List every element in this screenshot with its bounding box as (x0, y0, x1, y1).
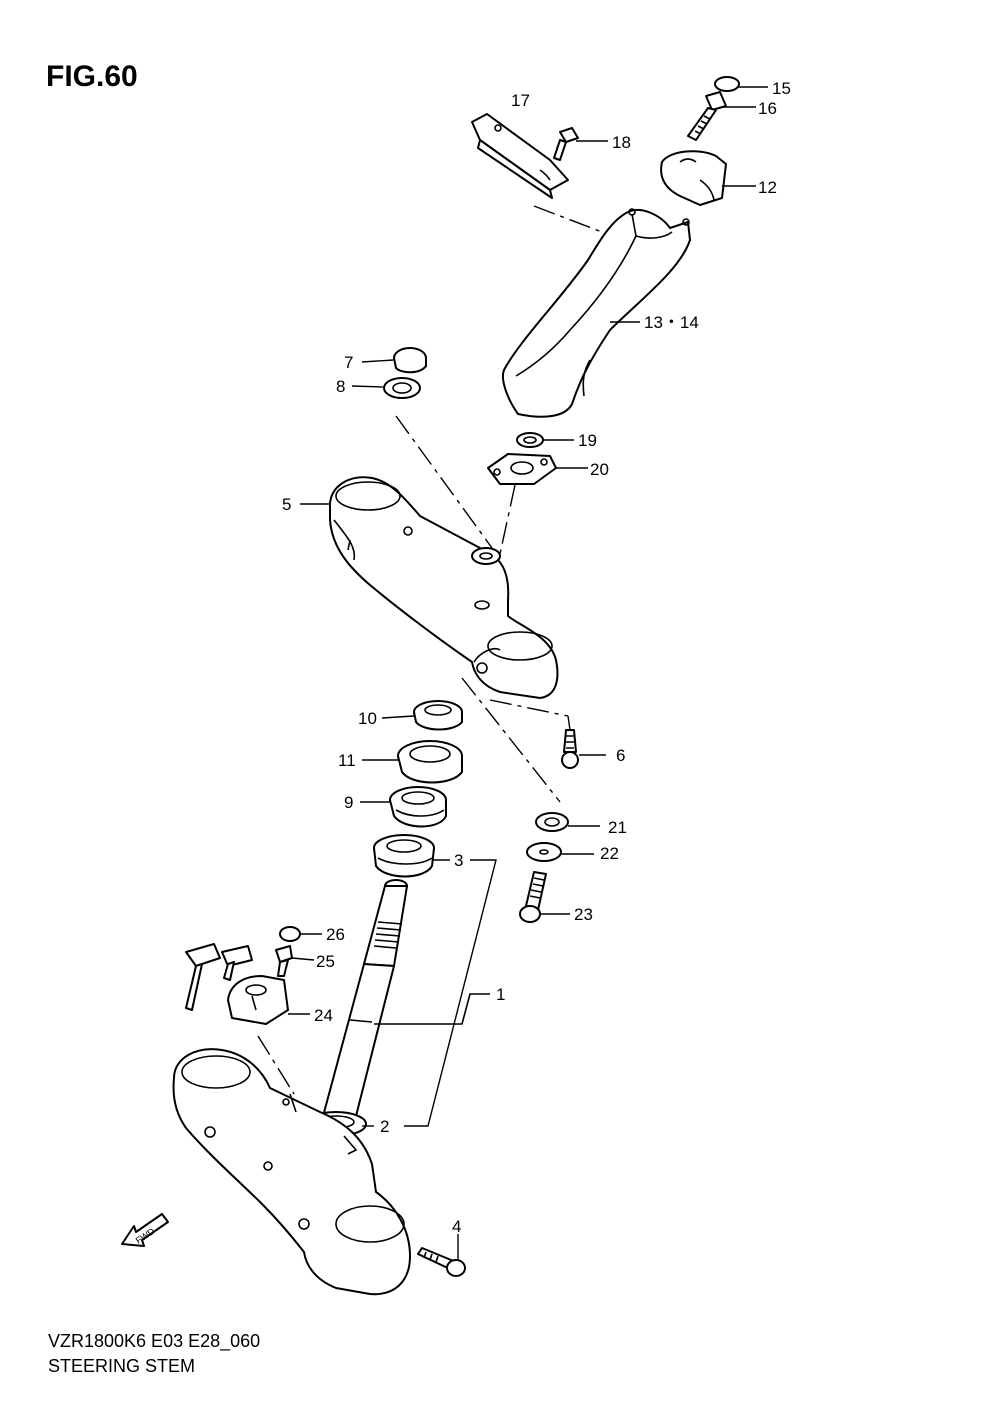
part-22-washer (526, 842, 562, 862)
callout-9: 9 (344, 793, 353, 812)
callout-3: 3 (454, 851, 463, 870)
part-26-cap (279, 926, 301, 942)
callout-13-14: 13・14 (644, 313, 699, 332)
model-code: VZR1800K6 E03 E28_060 (48, 1331, 261, 1351)
callout-16: 16 (758, 99, 777, 118)
callout-26: 26 (326, 925, 345, 944)
part-23-bolt (519, 871, 547, 923)
figure-title: FIG.60 (46, 60, 138, 93)
part-19-washer (516, 432, 544, 448)
part-20-plate (487, 453, 557, 485)
lower-bracket (172, 1048, 411, 1296)
part-24-ignition-lock (185, 943, 289, 1025)
part-12-holder (660, 150, 727, 206)
part-16-bolt (687, 91, 727, 141)
part-21-washer (535, 812, 569, 832)
callout-10: 10 (358, 709, 377, 728)
callout-18: 18 (612, 133, 631, 152)
callout-1: 1 (496, 985, 505, 1004)
callout-22: 22 (600, 844, 619, 863)
part-8-washer (383, 377, 421, 399)
callout-11: 11 (338, 751, 356, 770)
callout-15: 15 (772, 79, 791, 98)
callout-17: 17 (511, 91, 530, 110)
part-10-locknut (413, 700, 463, 731)
callout-6: 6 (616, 746, 625, 765)
callout-19: 19 (578, 431, 597, 450)
callout-7: 7 (344, 353, 353, 372)
callout-5: 5 (282, 495, 291, 514)
part-3-bearing (373, 834, 435, 878)
part-7-nut (393, 347, 427, 374)
callout-20: 20 (590, 460, 609, 479)
callout-2: 2 (380, 1117, 389, 1136)
callout-labels: 1 2 3 4 5 6 7 8 9 10 11 12 13・14 15 16 1… (282, 79, 791, 1236)
part-13-14-handlebar (502, 208, 691, 418)
callout-23: 23 (574, 905, 593, 924)
part-1-steering-stem (321, 879, 490, 1125)
part-25-bolt (275, 945, 293, 977)
section-name: STEERING STEM (48, 1356, 196, 1376)
part-17-plate (471, 113, 569, 199)
fwd-arrow-icon: FWD (121, 1213, 169, 1247)
part-6-bolt (561, 729, 579, 769)
callout-21: 21 (608, 818, 627, 837)
callout-4: 4 (452, 1217, 461, 1236)
part-4-bolt (417, 1247, 466, 1277)
callout-24: 24 (314, 1006, 333, 1025)
part-11-seal (397, 740, 463, 784)
callout-8: 8 (336, 377, 345, 396)
part-18-bolt (553, 127, 579, 161)
callout-25: 25 (316, 952, 335, 971)
part-5-upper-bracket (329, 476, 559, 699)
part-9-bearing (389, 786, 447, 828)
callout-12: 12 (758, 178, 777, 197)
part-15-cap (714, 76, 740, 92)
